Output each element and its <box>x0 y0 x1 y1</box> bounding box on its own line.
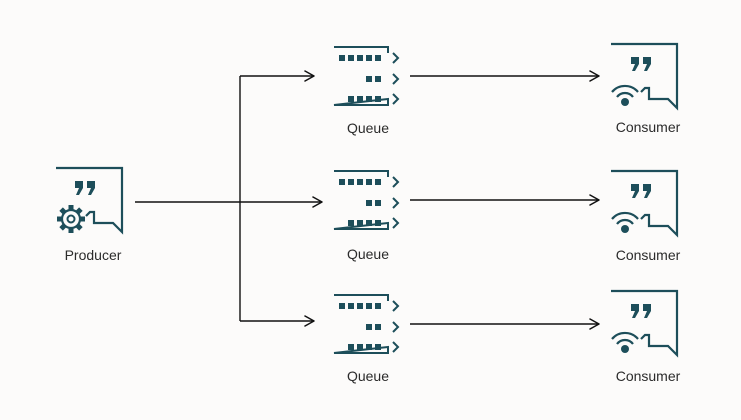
wireless-icon <box>611 84 639 106</box>
message-bubble-wireless-icon <box>609 42 679 110</box>
message-bubble-gear-icon <box>54 166 124 234</box>
wireless-icon <box>611 331 639 353</box>
consumer-label: Consumer <box>615 247 681 263</box>
gear-icon <box>57 205 85 233</box>
queue-label: Queue <box>346 368 390 384</box>
consumer-label: Consumer <box>615 119 681 135</box>
queue-label: Queue <box>346 120 390 136</box>
producer-label: Producer <box>64 247 122 263</box>
message-bubble-wireless-icon <box>609 169 679 237</box>
queue-label: Queue <box>346 246 390 262</box>
message-queue-icon <box>333 46 399 106</box>
consumer-label: Consumer <box>615 368 681 384</box>
message-queue-icon <box>333 170 399 230</box>
message-bubble-wireless-icon <box>609 289 679 357</box>
message-queue-icon <box>333 294 399 354</box>
wireless-icon <box>611 211 639 233</box>
connectors <box>135 70 600 330</box>
